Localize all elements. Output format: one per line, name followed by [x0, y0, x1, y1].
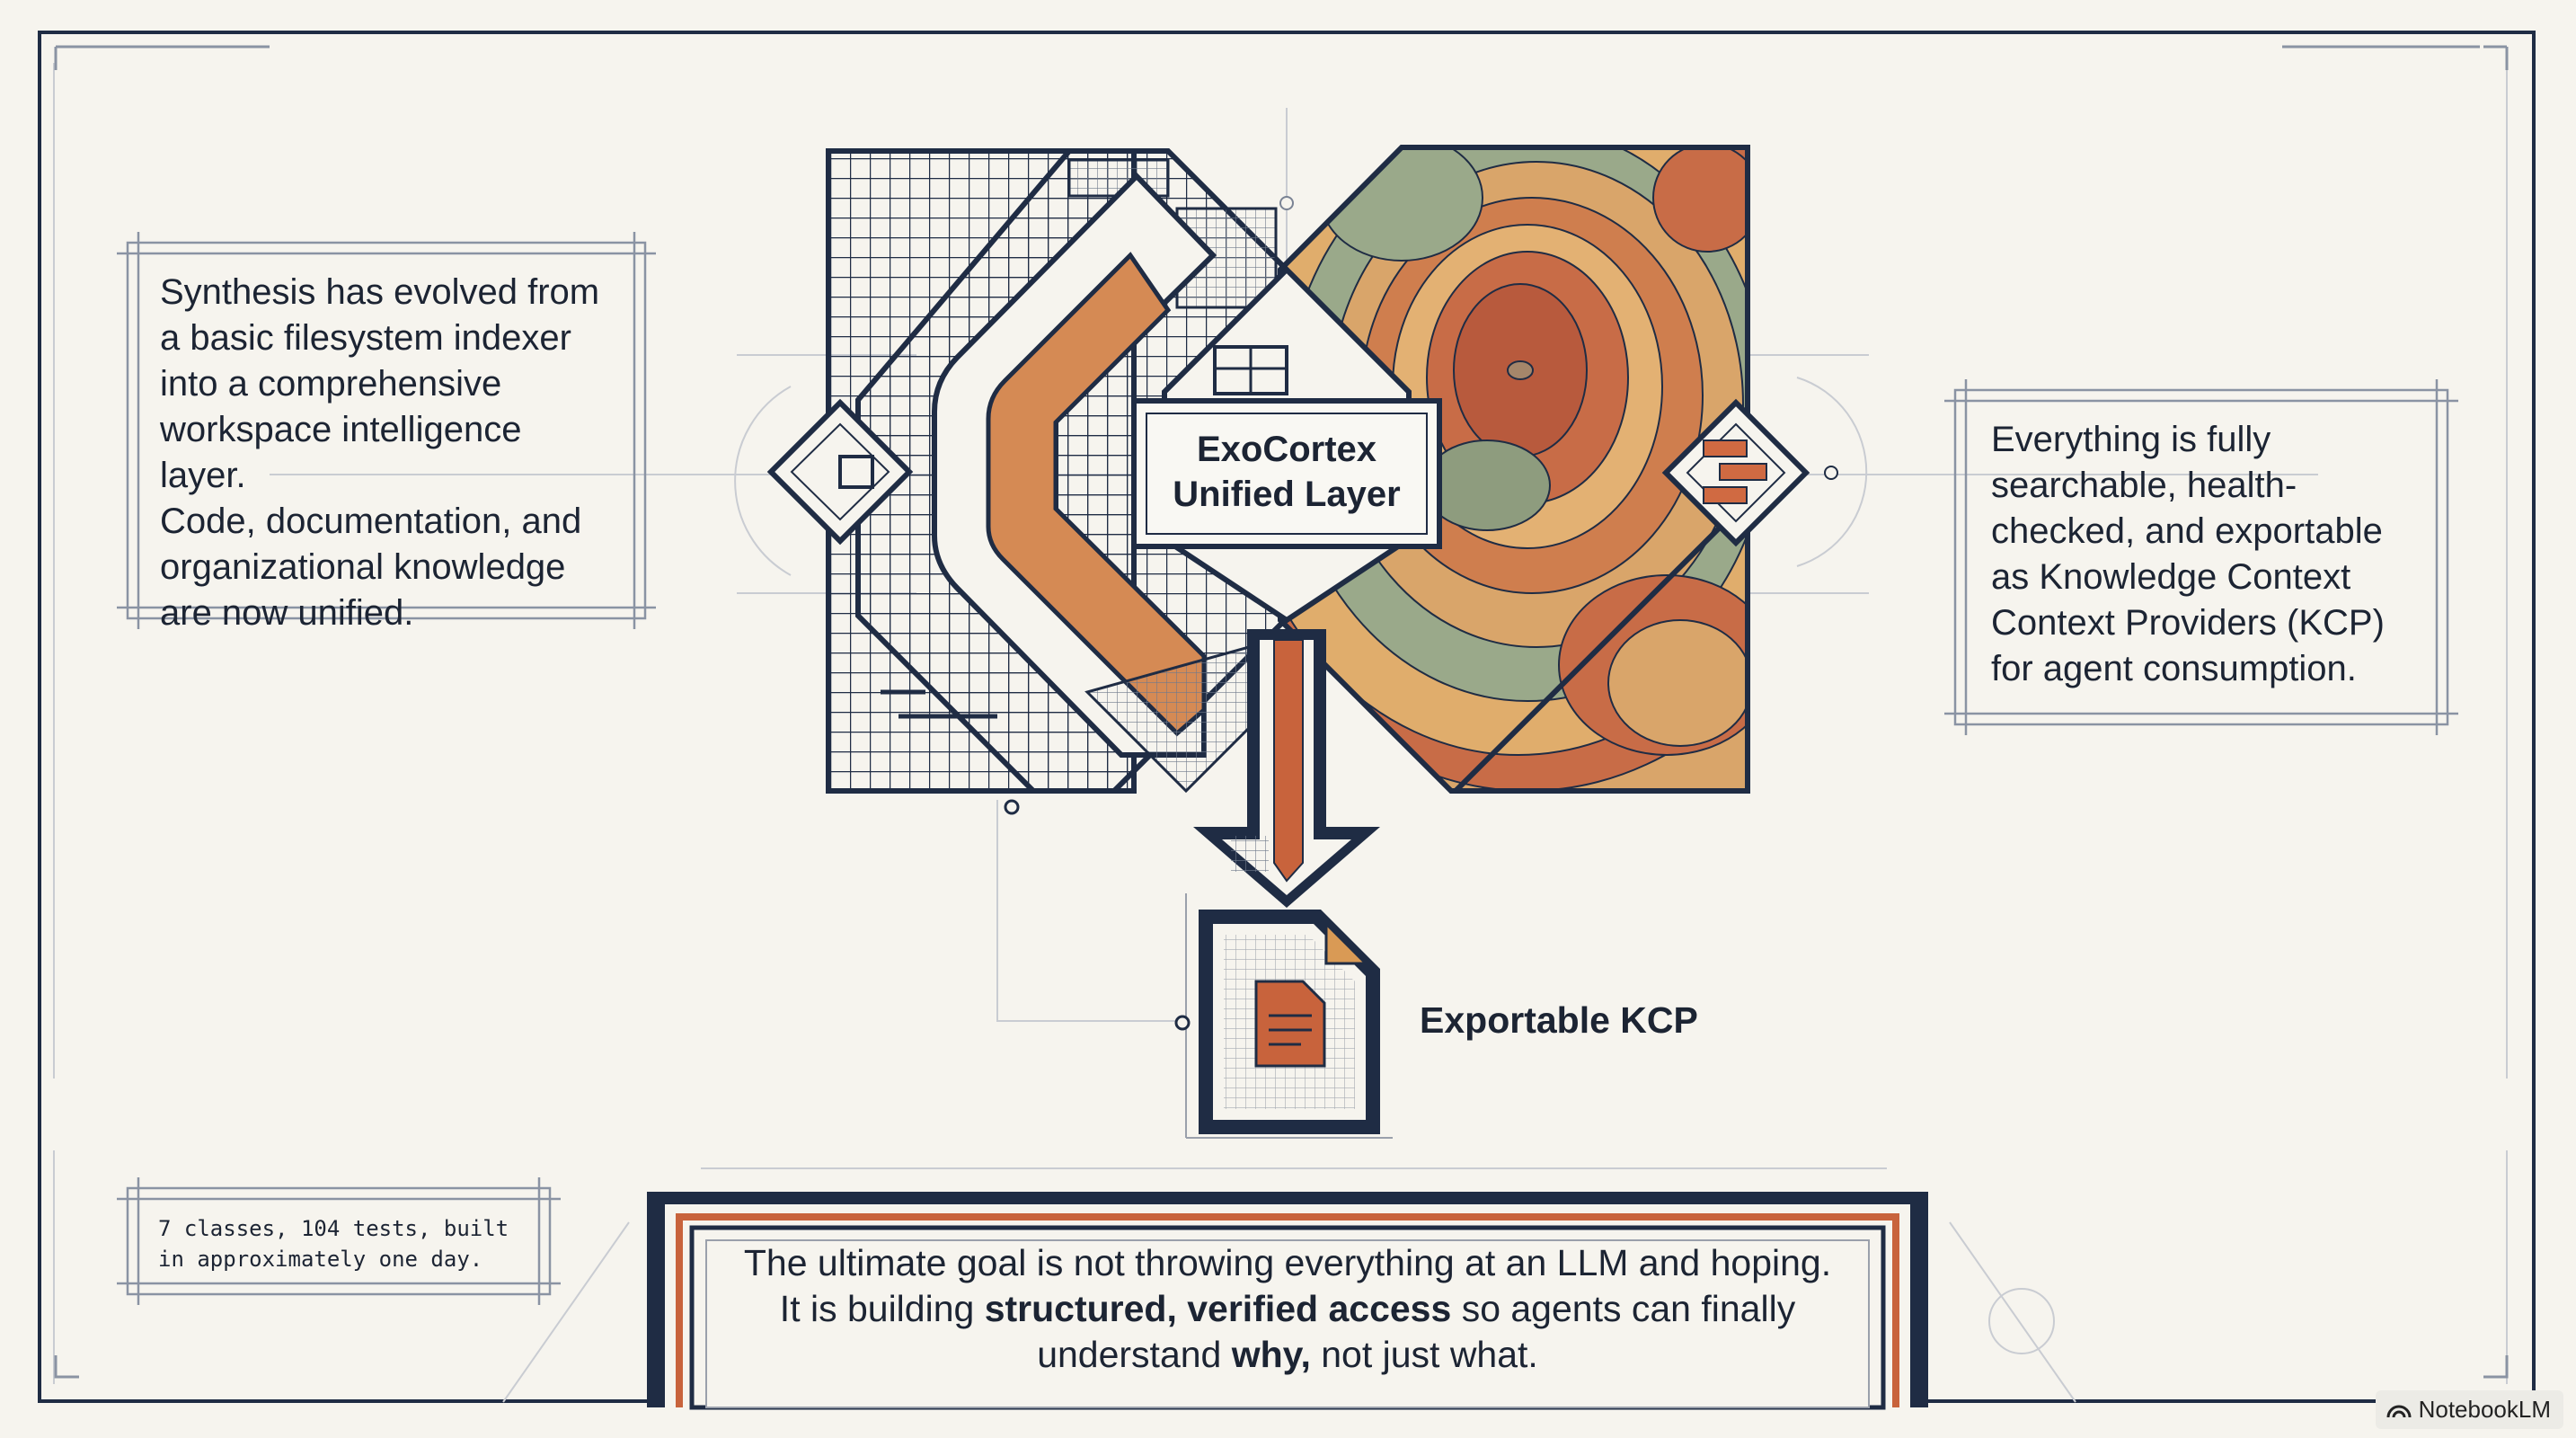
banner-line-2-bold: structured, verified access: [984, 1288, 1452, 1329]
right-line-4: as Knowledge Context: [1991, 557, 2351, 597]
notebooklm-logo-icon: [2386, 1405, 2412, 1417]
banner-line-2-pre: It is building: [779, 1288, 985, 1329]
left-diamond-node: [766, 398, 914, 546]
right-line-5: Context Providers (KCP): [1991, 603, 2385, 643]
stats-line-1: 7 classes, 104 tests, built: [158, 1216, 509, 1241]
banner-line-3-bold: why,: [1231, 1334, 1311, 1375]
left-line-4: workspace intelligence layer.: [160, 410, 522, 495]
right-line-3: checked, and exportable: [1991, 511, 2383, 551]
right-line-2: searchable, health-: [1991, 466, 2297, 505]
left-line-3: into a comprehensive: [160, 364, 502, 404]
down-arrow: [1193, 629, 1380, 908]
left-line-7: are now unified.: [160, 593, 414, 633]
exported-document: [1174, 893, 1393, 1139]
bottom-banner-frame: [647, 1192, 1928, 1410]
stats-frame: [117, 1177, 561, 1305]
center-line-2: Unified Layer: [1173, 475, 1401, 514]
left-line-5: Code, documentation, and: [160, 502, 582, 541]
stats-note: 7 classes, 104 tests, built in approxima…: [128, 1188, 550, 1294]
right-description-panel: Everything is fully searchable, health- …: [1955, 390, 2448, 724]
exocortex-unified-layer-label: ExoCortex Unified Layer: [1139, 404, 1434, 539]
banner-line-2-post: so agents can finally: [1451, 1288, 1796, 1329]
bottom-banner-text: The ultimate goal is not throwing everyt…: [663, 1221, 1912, 1391]
right-line-6: for agent consumption.: [1991, 649, 2357, 688]
notebooklm-label: NotebookLM: [2418, 1396, 2551, 1423]
left-description-panel: Synthesis has evolved from a basic files…: [128, 243, 645, 633]
banner-line-1: The ultimate goal is not throwing everyt…: [743, 1242, 1832, 1283]
left-line-6: organizational knowledge: [160, 547, 566, 587]
notebooklm-badge[interactable]: NotebookLM: [2375, 1390, 2563, 1429]
left-panel-frame: [117, 232, 656, 629]
stats-line-2: in approximately one day.: [158, 1247, 483, 1272]
corner-marks: [54, 45, 2509, 1379]
chevron-bracket: [932, 172, 1251, 794]
banner-line-3-pre: understand: [1037, 1334, 1232, 1375]
banner-line-3: understand why, not just what.: [663, 1332, 1912, 1378]
window-icon: [1213, 345, 1288, 395]
left-line-2: a basic filesystem indexer: [160, 318, 571, 358]
banner-line-2: It is building structured, verified acce…: [663, 1286, 1912, 1332]
right-diamond-node: [1661, 398, 1838, 547]
left-line-1: Synthesis has evolved from: [160, 272, 600, 312]
right-panel-frame: [1944, 379, 2458, 735]
right-line-1: Everything is fully: [1991, 420, 2271, 459]
exportable-kcp-label: Exportable KCP: [1420, 999, 1698, 1041]
topographic-map-panel: [1278, 145, 1750, 794]
center-line-1: ExoCortex: [1196, 430, 1377, 469]
center-box-frame: [1131, 398, 1442, 549]
banner-line-3-post: not just what.: [1310, 1334, 1538, 1375]
